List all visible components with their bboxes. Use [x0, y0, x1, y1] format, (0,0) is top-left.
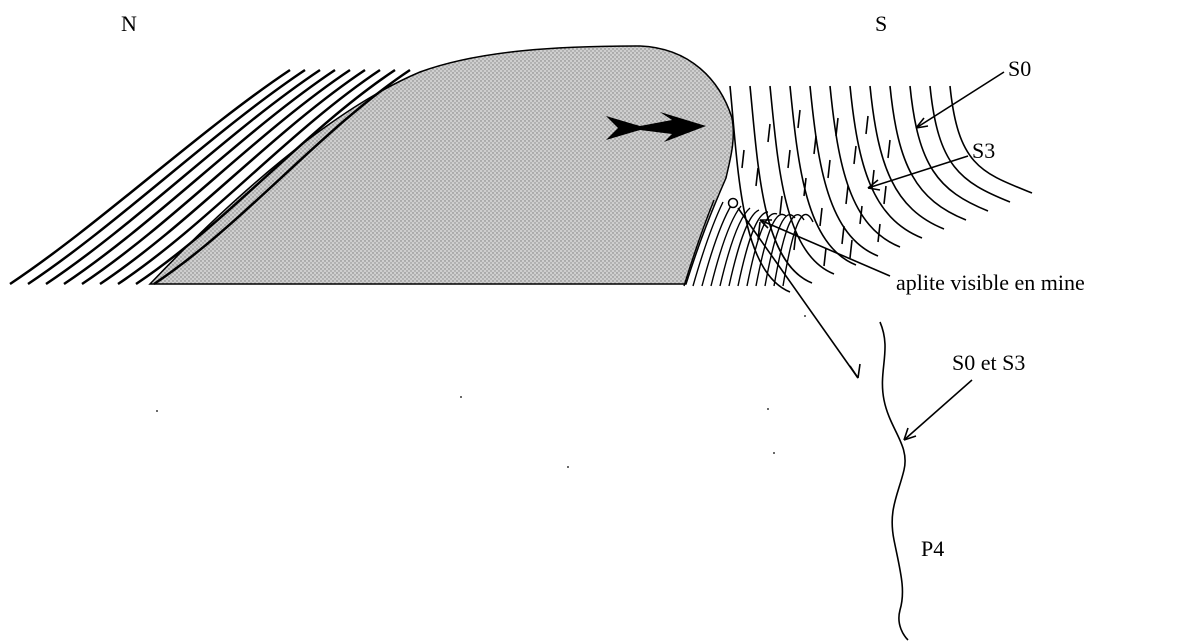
- s3-dash: [846, 186, 848, 204]
- bedding-curve: [730, 86, 790, 292]
- s3-dash: [756, 168, 758, 186]
- s3-dash: [780, 196, 782, 214]
- s3-dash: [888, 140, 890, 158]
- s0-label: S0: [1008, 58, 1031, 80]
- s0-et-s3-label: S0 et S3: [952, 352, 1025, 374]
- s3-dash: [820, 208, 822, 226]
- s3-dash: [836, 118, 838, 136]
- s3-dash: [814, 136, 816, 154]
- s3-dash: [878, 224, 880, 242]
- bedding-curve: [890, 86, 966, 220]
- s3-dash: [860, 206, 862, 224]
- north-label: N: [121, 13, 137, 35]
- leader-arrows: [738, 72, 1004, 440]
- s0-leader: [916, 72, 1004, 128]
- south-label: S: [875, 13, 887, 35]
- s3-label: S3: [972, 140, 995, 162]
- aplite-marker: [729, 199, 738, 208]
- bedding-curve: [930, 86, 1010, 202]
- s3-dash: [788, 150, 790, 168]
- s3-dash: [768, 124, 770, 142]
- scatter-dots: [156, 315, 806, 468]
- s3-dash: [798, 110, 800, 128]
- s3-dash: [884, 186, 886, 204]
- s3-dash: [742, 150, 744, 168]
- enlarge-leader: [738, 208, 858, 378]
- aplite-label: aplite visible en mine: [896, 272, 1085, 294]
- s3-dash: [842, 226, 844, 244]
- s0s3-leader: [904, 380, 972, 440]
- s3-dash: [828, 160, 830, 178]
- s0-leader-head: [916, 118, 928, 128]
- s3-dash: [866, 116, 868, 134]
- s3-dash: [850, 240, 852, 258]
- p4-label: P4: [921, 538, 944, 560]
- enlarge-leader-head: [850, 364, 860, 378]
- s3-dash: [824, 248, 826, 266]
- s3-dash: [854, 146, 856, 164]
- p4-vein: [880, 322, 908, 640]
- intrusion-body: [150, 46, 733, 284]
